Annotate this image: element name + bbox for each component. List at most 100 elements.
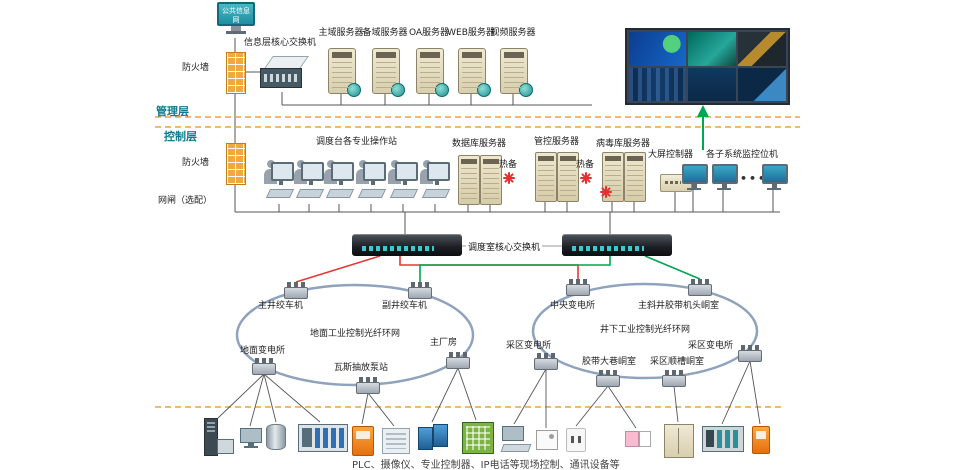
underground-ring-label: 井下工业控制光纤环网 <box>599 325 690 335</box>
keyboard-icon <box>357 189 387 198</box>
node-label-belt-roadway: 胶带大巷峒室 <box>582 357 637 367</box>
globe-icon <box>347 83 361 97</box>
core-switch-label: 调度室核心交换机 <box>466 240 543 253</box>
monitor-icon <box>331 162 354 185</box>
field-device-blue-panels-icon <box>418 424 448 450</box>
field-device-white-rack-icon <box>382 428 410 454</box>
field-device-workstation-icon <box>500 426 532 452</box>
server-label-video: 视频服务器 <box>490 28 536 38</box>
operator-station-icon <box>264 158 295 204</box>
server-icon-web <box>458 48 491 97</box>
virus-server-icon <box>624 152 646 202</box>
surface-ring-label: 地面工业控制光纤环网 <box>309 329 400 339</box>
field-device-ip-phone-icon <box>536 430 558 450</box>
public-net-label: 公共信息网 <box>222 7 250 24</box>
ring-node-icon <box>356 377 380 394</box>
ring-node-icon <box>662 370 686 387</box>
node-label-aux-winch: 副井绞车机 <box>382 301 428 311</box>
node-label-surface-substation: 地面变电所 <box>240 346 286 356</box>
operator-station-icon <box>388 158 419 204</box>
node-label-main-plant: 主厂房 <box>430 338 458 348</box>
node-label-district-substation-right: 采区变电所 <box>688 341 734 351</box>
hot-standby-icon <box>503 172 515 184</box>
device-fan-lines <box>217 360 761 429</box>
public-network-screen: 公共信息网 <box>217 2 255 26</box>
field-device-pc-tower-icon <box>204 418 234 456</box>
stations-label: 调度台各专业操作站 <box>316 137 398 147</box>
keyboard-icon <box>421 189 451 198</box>
video-wall-panel <box>688 67 737 101</box>
globe-icon <box>477 83 491 97</box>
field-device-plc-rack-icon <box>298 424 348 452</box>
monitor-icon <box>427 162 450 185</box>
ring-node-icon <box>534 353 558 370</box>
operator-station-icon <box>294 158 325 204</box>
video-wall-panel <box>629 32 687 66</box>
video-wall-panel <box>738 32 786 66</box>
operator-station-icon <box>324 158 355 204</box>
ring-node-icon <box>688 279 712 296</box>
ring-node-icon <box>408 282 432 299</box>
server-label-domain-backup: 备域服务器 <box>362 28 408 38</box>
operator-station-icon <box>356 158 387 204</box>
subsystem-monitor-icon <box>762 164 788 190</box>
field-device-monitor-icon <box>240 428 262 448</box>
ring-node-icon <box>446 352 470 369</box>
firewall-label-top: 防火墙 <box>182 63 210 73</box>
field-device-socket-icon <box>566 428 586 452</box>
big-screen-controller-label: 大屏控制器 <box>648 150 694 160</box>
management-layer-label: 管理层 <box>156 105 189 118</box>
server-icon-domain-main <box>328 48 361 97</box>
monitor-icon <box>363 162 386 185</box>
big-screen-arrow <box>697 105 709 150</box>
firewall-icon-control <box>226 143 246 185</box>
globe-icon <box>519 83 533 97</box>
firewall-icon-top <box>226 52 246 94</box>
monitor-base <box>226 31 246 34</box>
hot-standby-label: 热备 <box>499 160 518 170</box>
video-wall-panel <box>688 32 737 66</box>
layer-separator-lines <box>155 116 800 408</box>
field-device-controller-orange-icon <box>752 426 770 454</box>
ellipsis-dots: ••• <box>740 172 768 185</box>
info-core-switch-label: 信息层核心交换机 <box>244 38 317 48</box>
server-icon-domain-backup <box>372 48 405 97</box>
keyboard-icon <box>325 189 355 198</box>
ring-node-icon <box>596 370 620 387</box>
ring-node-icon <box>252 358 276 375</box>
hot-standby-icon <box>580 172 592 184</box>
monitor-stand <box>231 26 241 31</box>
globe-icon <box>435 83 449 97</box>
red-links <box>295 255 579 283</box>
field-device-circuit-board-icon <box>462 422 494 454</box>
footer-caption: PLC、摄像仪、专业控制器、IP电话等现场控制、通讯设备等 <box>352 460 620 470</box>
core-switch-icon-left <box>352 234 462 256</box>
server-label-web: WEB服务器 <box>447 28 495 38</box>
keyboard-icon <box>389 189 419 198</box>
mgmt-server-label: 管控服务器 <box>534 137 580 147</box>
server-icon-oa <box>416 48 449 97</box>
control-layer-label: 控制层 <box>164 130 197 143</box>
field-device-plc-icon <box>702 426 744 452</box>
node-label-district-substation-left: 采区变电所 <box>506 341 552 351</box>
keyboard-icon <box>265 189 295 198</box>
fiber-ring-ellipses <box>235 282 759 387</box>
field-device-modules-icon <box>625 430 651 447</box>
mgmt-server-icon <box>557 152 579 202</box>
field-device-cabinet-icon <box>664 424 694 458</box>
video-wall <box>625 28 790 105</box>
gateway-label: 网闸（选配） <box>158 196 213 206</box>
public-network-terminal-icon: 公共信息网 <box>217 2 255 34</box>
firewall-label-control: 防火墙 <box>182 158 210 168</box>
node-label-main-winch: 主井绞车机 <box>258 301 304 311</box>
monitor-icon <box>271 162 294 185</box>
video-wall-panel <box>629 67 687 101</box>
video-wall-panel <box>738 67 786 101</box>
ring-node-icon <box>738 345 762 362</box>
node-label-gateway-chamber: 采区顺槽峒室 <box>650 357 705 367</box>
info-core-switch-icon <box>260 54 309 92</box>
database-server-icon <box>480 155 502 205</box>
monitor-icon <box>301 162 324 185</box>
mgmt-server-icon <box>535 152 557 202</box>
